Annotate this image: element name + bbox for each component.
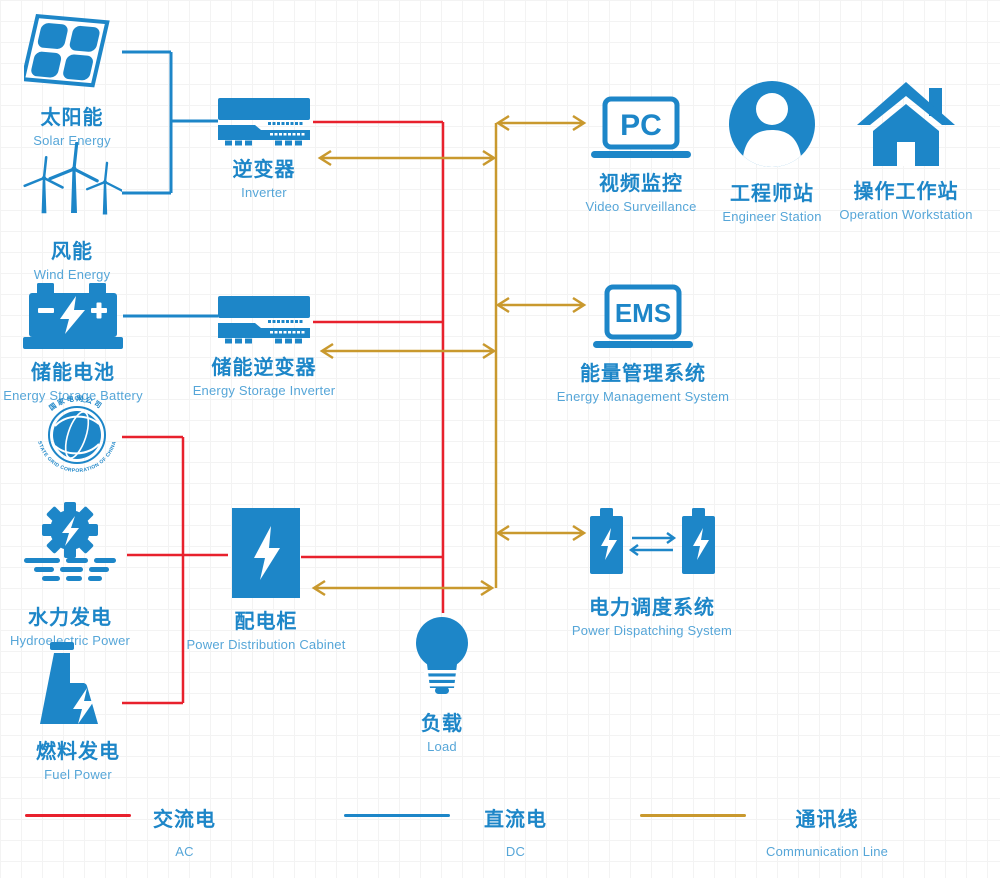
engineer-label-en: Engineer Station	[722, 209, 822, 224]
ems-screen-text: EMS	[615, 298, 671, 328]
dc-lines	[122, 50, 218, 318]
ems-label-en: Energy Management System	[556, 389, 730, 404]
hydroelectric-icon	[24, 502, 116, 581]
wind-label-en: Wind Energy	[33, 267, 111, 282]
legend-dc-sublabel: DC	[505, 844, 526, 859]
state-grid-logo-icon: 国家电网公司 STATE GRID CORPORATION OF CHINA	[36, 394, 117, 474]
hydro-label-en: Hydroelectric Power	[9, 633, 131, 648]
dc-line-sample	[344, 814, 450, 817]
node-fuel-power: 燃料发电 Fuel Power	[3, 640, 153, 782]
engineer-label-zh: 工程师站	[730, 183, 814, 205]
node-load: 负载 Load	[382, 616, 502, 754]
ac-line-sample	[25, 814, 131, 817]
solar-label-zh: 太阳能	[40, 107, 104, 129]
node-power-distribution-cabinet: 配电柜 Power Distribution Cabinet	[166, 508, 366, 652]
node-inverter: 逆变器 Inverter	[184, 98, 344, 200]
node-engineer-station: 工程师站 Engineer Station	[697, 78, 847, 224]
storage-inverter-label-en: Energy Storage Inverter	[192, 383, 336, 398]
dispatch-label-zh: 电力调度系统	[589, 597, 715, 619]
state-grid-logo-text-top: 国家电网公司	[47, 394, 102, 412]
hydro-label-zh: 水力发电	[28, 607, 112, 629]
ems-laptop-icon: EMS	[593, 284, 693, 348]
node-state-grid-logo: 国家电网公司 STATE GRID CORPORATION OF CHINA	[27, 392, 127, 478]
inverter-label-en: Inverter	[241, 185, 287, 200]
inverter-label-zh: 逆变器	[232, 159, 296, 181]
cabinet-label-en: Power Distribution Cabinet	[186, 637, 346, 652]
node-energy-storage-inverter: 储能逆变器 Energy Storage Inverter	[179, 296, 349, 398]
power-dispatching-icon	[589, 508, 715, 574]
fuel-power-icon	[40, 642, 98, 724]
wind-label-zh: 风能	[51, 241, 93, 263]
node-energy-management-system: EMS 能量管理系统 Energy Management System	[548, 284, 738, 404]
load-bulb-icon	[416, 617, 468, 694]
comm-line-sample	[640, 814, 746, 817]
distribution-cabinet-icon	[232, 508, 300, 598]
node-energy-storage-battery: 储能电池 Energy Storage Battery	[0, 283, 148, 403]
load-label-en: Load	[427, 739, 457, 754]
battery-label-en: Energy Storage Battery	[3, 388, 143, 403]
cabinet-label-zh: 配电柜	[234, 611, 298, 633]
engineer-person-icon	[729, 81, 815, 167]
pc-screen-text: PC	[620, 109, 662, 142]
battery-label-zh: 储能电池	[31, 362, 115, 384]
pc-label-en: Video Surveillance	[585, 199, 697, 214]
fuel-label-zh: 燃料发电	[36, 741, 120, 763]
node-solar-energy: 太阳能 Solar Energy	[2, 8, 142, 148]
legend-ac-label: 交流电	[153, 809, 216, 831]
storage-battery-icon	[23, 283, 123, 349]
node-video-surveillance: PC 视频监控 Video Surveillance	[561, 96, 721, 214]
solar-panel-icon	[24, 14, 110, 88]
legend-comm-label: 通讯线	[795, 809, 859, 831]
load-label-zh: 负载	[421, 713, 463, 735]
legend-comm-sublabel: Communication Line	[766, 844, 889, 859]
fuel-label-en: Fuel Power	[44, 767, 112, 782]
storage-inverter-label-zh: 储能逆变器	[211, 357, 317, 379]
operation-label-zh: 操作工作站	[853, 181, 959, 203]
legend-item-comm: 通讯线 Communication Line	[640, 803, 888, 859]
node-power-dispatching-system: 电力调度系统 Power Dispatching System	[562, 504, 742, 638]
pc-laptop-icon: PC	[591, 96, 691, 158]
wind-turbines-icon	[23, 142, 122, 216]
node-operation-workstation: 操作工作站 Operation Workstation	[821, 82, 991, 222]
svg-text:国家电网公司: 国家电网公司	[47, 394, 104, 412]
operation-label-en: Operation Workstation	[839, 207, 973, 222]
operation-house-icon	[857, 82, 955, 166]
legend-dc-label: 直流电	[484, 809, 547, 831]
solar-label-en: Solar Energy	[33, 133, 111, 148]
node-wind-energy: 风能 Wind Energy	[2, 142, 142, 282]
ems-label-zh: 能量管理系统	[580, 363, 706, 385]
legend-ac-sublabel: AC	[175, 844, 194, 859]
energy-storage-inverter-icon	[218, 296, 310, 344]
pc-label-zh: 视频监控	[599, 173, 683, 195]
dispatch-label-en: Power Dispatching System	[571, 623, 733, 638]
node-hydroelectric-power: 水力发电 Hydroelectric Power	[0, 502, 145, 648]
ac-lines	[122, 120, 445, 705]
legend-item-ac: 交流电 AC	[25, 803, 216, 859]
comm-lines	[311, 114, 587, 597]
inverter-icon	[218, 98, 310, 146]
legend-item-dc: 直流电 DC	[344, 803, 547, 859]
